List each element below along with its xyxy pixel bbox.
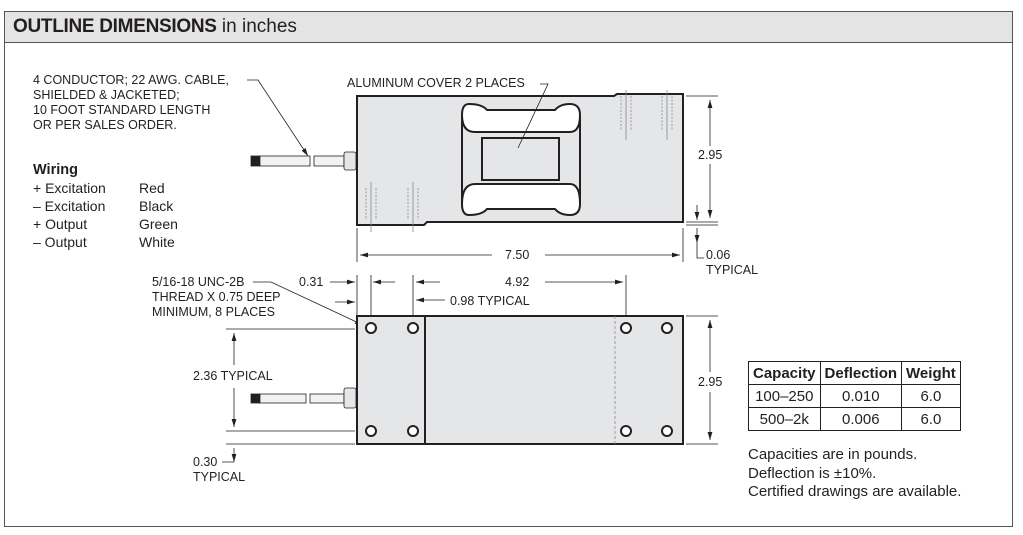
- hole-width-dimension: 2.36 TYPICAL: [193, 369, 273, 383]
- edge-dimension: 0.30: [193, 455, 217, 469]
- wiring-color: Green: [139, 216, 178, 232]
- height-dimension-top: 2.95: [698, 148, 722, 162]
- cell-weight: 6.0: [901, 384, 961, 408]
- wiring-row: – Excitation Black: [33, 197, 178, 215]
- side-view: ALUMINUM COVER 2 PLACES: [250, 76, 684, 232]
- thread-callout-line1: 5/16-18 UNC-2B: [152, 275, 244, 289]
- table-row: 500–2k 0.006 6.0: [748, 407, 961, 431]
- wiring-title: Wiring: [33, 162, 78, 178]
- edge-typical-note: TYPICAL: [193, 470, 245, 484]
- spec-table: Capacity Deflection Weight 100–250 0.010…: [748, 361, 961, 431]
- header-capacity: Capacity: [748, 361, 821, 385]
- panel-title: OUTLINE DIMENSIONS in inches: [13, 16, 297, 38]
- cell-deflection: 0.010: [819, 384, 903, 408]
- wiring-signal: – Excitation: [33, 198, 106, 214]
- wiring-row: + Excitation Red: [33, 179, 178, 197]
- wiring-legend: Wiring + Excitation Red – Excitation Black…: [33, 161, 178, 251]
- hole-offset-dimension: 0.31: [299, 275, 323, 289]
- cable-callout-line2: SHIELDED & JACKETED;: [33, 88, 180, 102]
- title-units: in inches: [216, 16, 297, 37]
- wiring-signal: – Output: [33, 234, 87, 250]
- wiring-color: White: [139, 234, 175, 250]
- note-certified-drawings: Certified drawings are available.: [748, 483, 962, 500]
- notes: Capacities are in pounds. Deflection is …: [748, 446, 961, 502]
- thread-callout-line2: THREAD X 0.75 DEEP: [152, 290, 281, 304]
- cell-deflection: 0.006: [819, 407, 903, 431]
- outline-dimensions-panel: OUTLINE DIMENSIONS in inches: [4, 11, 1013, 527]
- step-typical-note: TYPICAL: [706, 263, 758, 277]
- hole-pitch-dimension: 0.98 TYPICAL: [450, 294, 530, 308]
- wiring-signal: + Output: [33, 216, 88, 232]
- note-capacity-units: Capacities are in pounds.: [748, 446, 918, 463]
- height-dimension-bottom: 2.95: [698, 375, 722, 389]
- wiring-row: + Output Green: [33, 215, 178, 233]
- wiring-signal: + Excitation: [33, 180, 106, 196]
- thread-callout-line3: MINIMUM, 8 PLACES: [152, 305, 275, 319]
- cell-capacity: 100–250: [748, 384, 821, 408]
- wiring-row: – Output White: [33, 233, 178, 251]
- header-weight: Weight: [901, 361, 961, 385]
- header-deflection: Deflection: [819, 361, 903, 385]
- cell-capacity: 500–2k: [748, 407, 821, 431]
- cable-callout-line3: 10 FOOT STANDARD LENGTH: [33, 103, 210, 117]
- length-dimension: 7.50: [505, 248, 529, 262]
- note-deflection-tolerance: Deflection is ±10%.: [748, 464, 877, 482]
- wiring-color: Red: [139, 180, 165, 196]
- cell-weight: 6.0: [901, 407, 961, 431]
- table-row: 100–250 0.010 6.0: [748, 384, 961, 408]
- hole-span-dimension: 4.92: [505, 275, 529, 289]
- table-header-row: Capacity Deflection Weight: [748, 361, 961, 385]
- cable-callout-line4: OR PER SALES ORDER.: [33, 118, 177, 132]
- wiring-color: Black: [139, 198, 174, 214]
- bottom-view: [250, 315, 684, 445]
- step-dimension: 0.06: [706, 248, 730, 262]
- panel-header: OUTLINE DIMENSIONS in inches: [5, 12, 1012, 43]
- cover-callout: ALUMINUM COVER 2 PLACES: [347, 76, 525, 90]
- title-bold: OUTLINE DIMENSIONS: [13, 16, 217, 37]
- cable-callout-line1: 4 CONDUCTOR; 22 AWG. CABLE,: [33, 73, 229, 87]
